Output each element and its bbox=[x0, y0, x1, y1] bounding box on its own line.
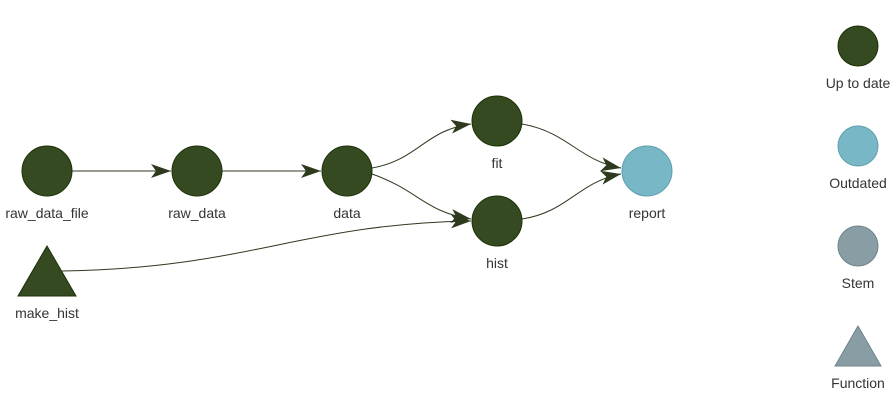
edge-data-to-hist bbox=[371, 173, 472, 223]
legend-stem-swatch bbox=[837, 225, 879, 267]
node-raw-data-file[interactable] bbox=[21, 145, 73, 197]
legend-label-outdated: Outdated bbox=[829, 175, 887, 191]
legend-function-swatch bbox=[834, 324, 882, 367]
legend bbox=[834, 25, 882, 367]
node-hist[interactable] bbox=[471, 195, 523, 247]
legend-label-up-to-date: Up to date bbox=[825, 75, 891, 91]
node-label-raw-data-file: raw_data_file bbox=[5, 205, 89, 221]
node-label-make-hist: make_hist bbox=[15, 305, 79, 321]
node-fit[interactable] bbox=[471, 95, 523, 147]
node-label-data: data bbox=[333, 205, 361, 221]
edge-data-to-fit bbox=[371, 119, 472, 169]
edge-fit-to-report bbox=[521, 123, 622, 172]
node-label-raw-data: raw_data bbox=[168, 205, 226, 221]
legend-outdated-swatch bbox=[837, 125, 879, 167]
legend-label-stem: Stem bbox=[841, 275, 875, 291]
node-raw-data[interactable] bbox=[171, 145, 223, 197]
edge-hist-to-report bbox=[521, 170, 622, 220]
node-report[interactable] bbox=[621, 145, 673, 197]
node-label-report: report bbox=[628, 205, 666, 221]
edge-make-hist-to-hist bbox=[61, 214, 472, 272]
node-data[interactable] bbox=[321, 145, 373, 197]
legend-up-to-date-swatch bbox=[837, 25, 879, 67]
edges bbox=[61, 119, 622, 272]
node-label-hist: hist bbox=[486, 255, 508, 271]
node-label-fit: fit bbox=[491, 155, 503, 171]
legend-label-function: Function bbox=[831, 375, 885, 391]
node-make-hist[interactable] bbox=[17, 245, 77, 297]
nodes bbox=[17, 95, 673, 297]
